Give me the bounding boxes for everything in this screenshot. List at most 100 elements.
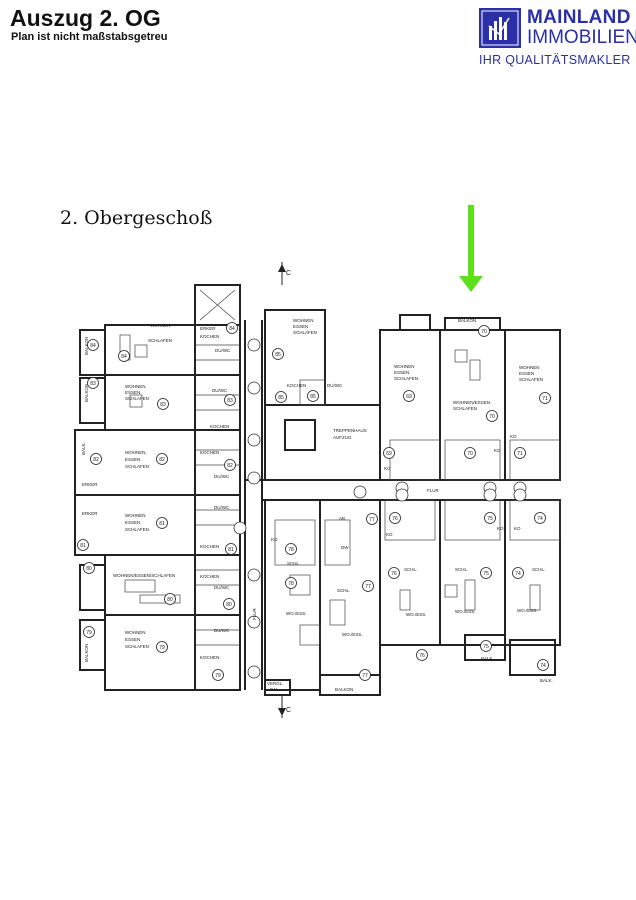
room-label-schlafen: SCHLAFEN [453, 406, 477, 411]
room-label-duwc: DU/WC [327, 383, 343, 388]
room-label-essen: ESSEN [125, 457, 140, 462]
room-label-essen: ESSEN [125, 390, 140, 395]
room-label-woess: WO./ESS. [517, 608, 538, 613]
unit-circle [486, 410, 498, 422]
unit-number: 79 [215, 673, 221, 679]
unit-circle [225, 543, 237, 555]
room-label-schl: SCHL. [287, 561, 300, 566]
column-circle [247, 433, 261, 447]
unit-circle [512, 567, 524, 579]
unit-marker-78: 78 [285, 543, 297, 555]
unit-number: 79 [86, 630, 92, 636]
unit-circle [212, 669, 224, 681]
section-marker-label: C [286, 707, 291, 714]
unit-circle [156, 453, 168, 465]
room-label-duwc: DU/WC [214, 628, 230, 633]
unit-marker-71: 71 [514, 447, 526, 459]
unit-number: 76 [392, 516, 398, 522]
furniture [469, 359, 481, 381]
room-wall [284, 419, 316, 451]
room-label-balk: BALK. [481, 656, 494, 661]
unit-marker-77: 77 [359, 669, 371, 681]
furniture [124, 579, 156, 593]
unit-marker-80: 80 [83, 562, 95, 574]
fixtures [119, 289, 561, 646]
logo-line2: IMMOBILIEN [527, 27, 636, 48]
room-label-wohnen: WOHNEN [125, 513, 146, 518]
furniture [139, 594, 181, 604]
unit-marker-76: 76 [389, 512, 401, 524]
unit-circle [118, 350, 130, 362]
unit-number: 82 [159, 457, 165, 463]
room-label-wohnen: WOHNEN [150, 323, 171, 328]
furniture [329, 599, 346, 626]
unit-marker-78: 78 [285, 577, 297, 589]
room-label-aufzug: AUFZUG [333, 435, 352, 440]
room-label-schlafen: SCHLAFEN [394, 376, 418, 381]
unit-number: 84 [229, 326, 235, 332]
unit-marker-76: 76 [388, 567, 400, 579]
unit-number: 84 [90, 343, 96, 349]
room-label-kochen: KOCHEN [200, 655, 219, 660]
unit-circle [534, 512, 546, 524]
unit-number: 80 [86, 566, 92, 572]
room-label-woess: WO./ESS. [286, 611, 307, 616]
unit-circle [383, 447, 395, 459]
room-label-kochen: KOCHEN [210, 424, 229, 429]
room-wall [79, 619, 106, 671]
room-label-treppenhaus: TREPPENHAUS [333, 428, 367, 433]
unit-number: 80 [167, 597, 173, 603]
room-label-kochen: KOCHEN [200, 574, 219, 579]
furniture [464, 579, 476, 611]
unit-circle [514, 447, 526, 459]
unit-marker-80: 80 [164, 593, 176, 605]
unit-marker-70: 70 [486, 410, 498, 422]
room-label-ko: KO [384, 466, 391, 471]
unit-circle [87, 377, 99, 389]
unit-marker-85: 85 [272, 348, 284, 360]
room-label-ko: KO [497, 526, 504, 531]
column-circle [247, 381, 261, 395]
unit-marker-81: 81 [225, 543, 237, 555]
room-wall [509, 639, 556, 676]
unit-circle [164, 593, 176, 605]
room-label-ab: AB [339, 516, 345, 521]
unit-marker-82: 82 [90, 453, 102, 465]
furniture [454, 349, 468, 363]
room-label-kochen: KOCHEN [200, 450, 219, 455]
unit-circle [83, 626, 95, 638]
section-marker-top: C [278, 262, 291, 285]
unit-circle [480, 567, 492, 579]
unit-number: 69 [386, 451, 392, 457]
unit-circle [359, 669, 371, 681]
room-wall [319, 674, 381, 696]
unit-marker-85: 85 [275, 391, 287, 403]
room-label-kochen: KOCHEN [287, 383, 306, 388]
unit-circle [478, 325, 490, 337]
unit-number: 75 [487, 516, 493, 522]
room-label-wohnen: WOHNEN [125, 384, 146, 389]
unit-number: 83 [160, 402, 166, 408]
unit-marker-81: 81 [77, 539, 89, 551]
unit-circle [272, 348, 284, 360]
room-label-schlafen: SCHLAFEN [148, 338, 172, 343]
unit-number: 81 [80, 543, 86, 549]
room-wall [194, 324, 241, 691]
column-circle [395, 488, 409, 502]
furniture [444, 584, 458, 598]
unit-marker-70: 70 [464, 447, 476, 459]
bathroom-fixture [389, 439, 441, 481]
unit-circle [416, 649, 428, 661]
room-label-duwc: DU/WC [214, 505, 230, 510]
unit-number: 69 [406, 394, 412, 400]
room-label-schlafen: SCHLAFEN [125, 527, 149, 532]
north-arrow-icon [459, 205, 483, 292]
room-label-wes2: WOHNEN/ESSEN [453, 400, 490, 405]
unit-circle [226, 322, 238, 334]
section-marker-label: C [286, 270, 291, 277]
room-label-balkon: BALKON [84, 384, 89, 402]
unit-marker-75: 75 [480, 567, 492, 579]
unit-circle [285, 577, 297, 589]
room-label-wes: WOHNEN/ESSEN/SCHLAFEN [113, 573, 175, 578]
